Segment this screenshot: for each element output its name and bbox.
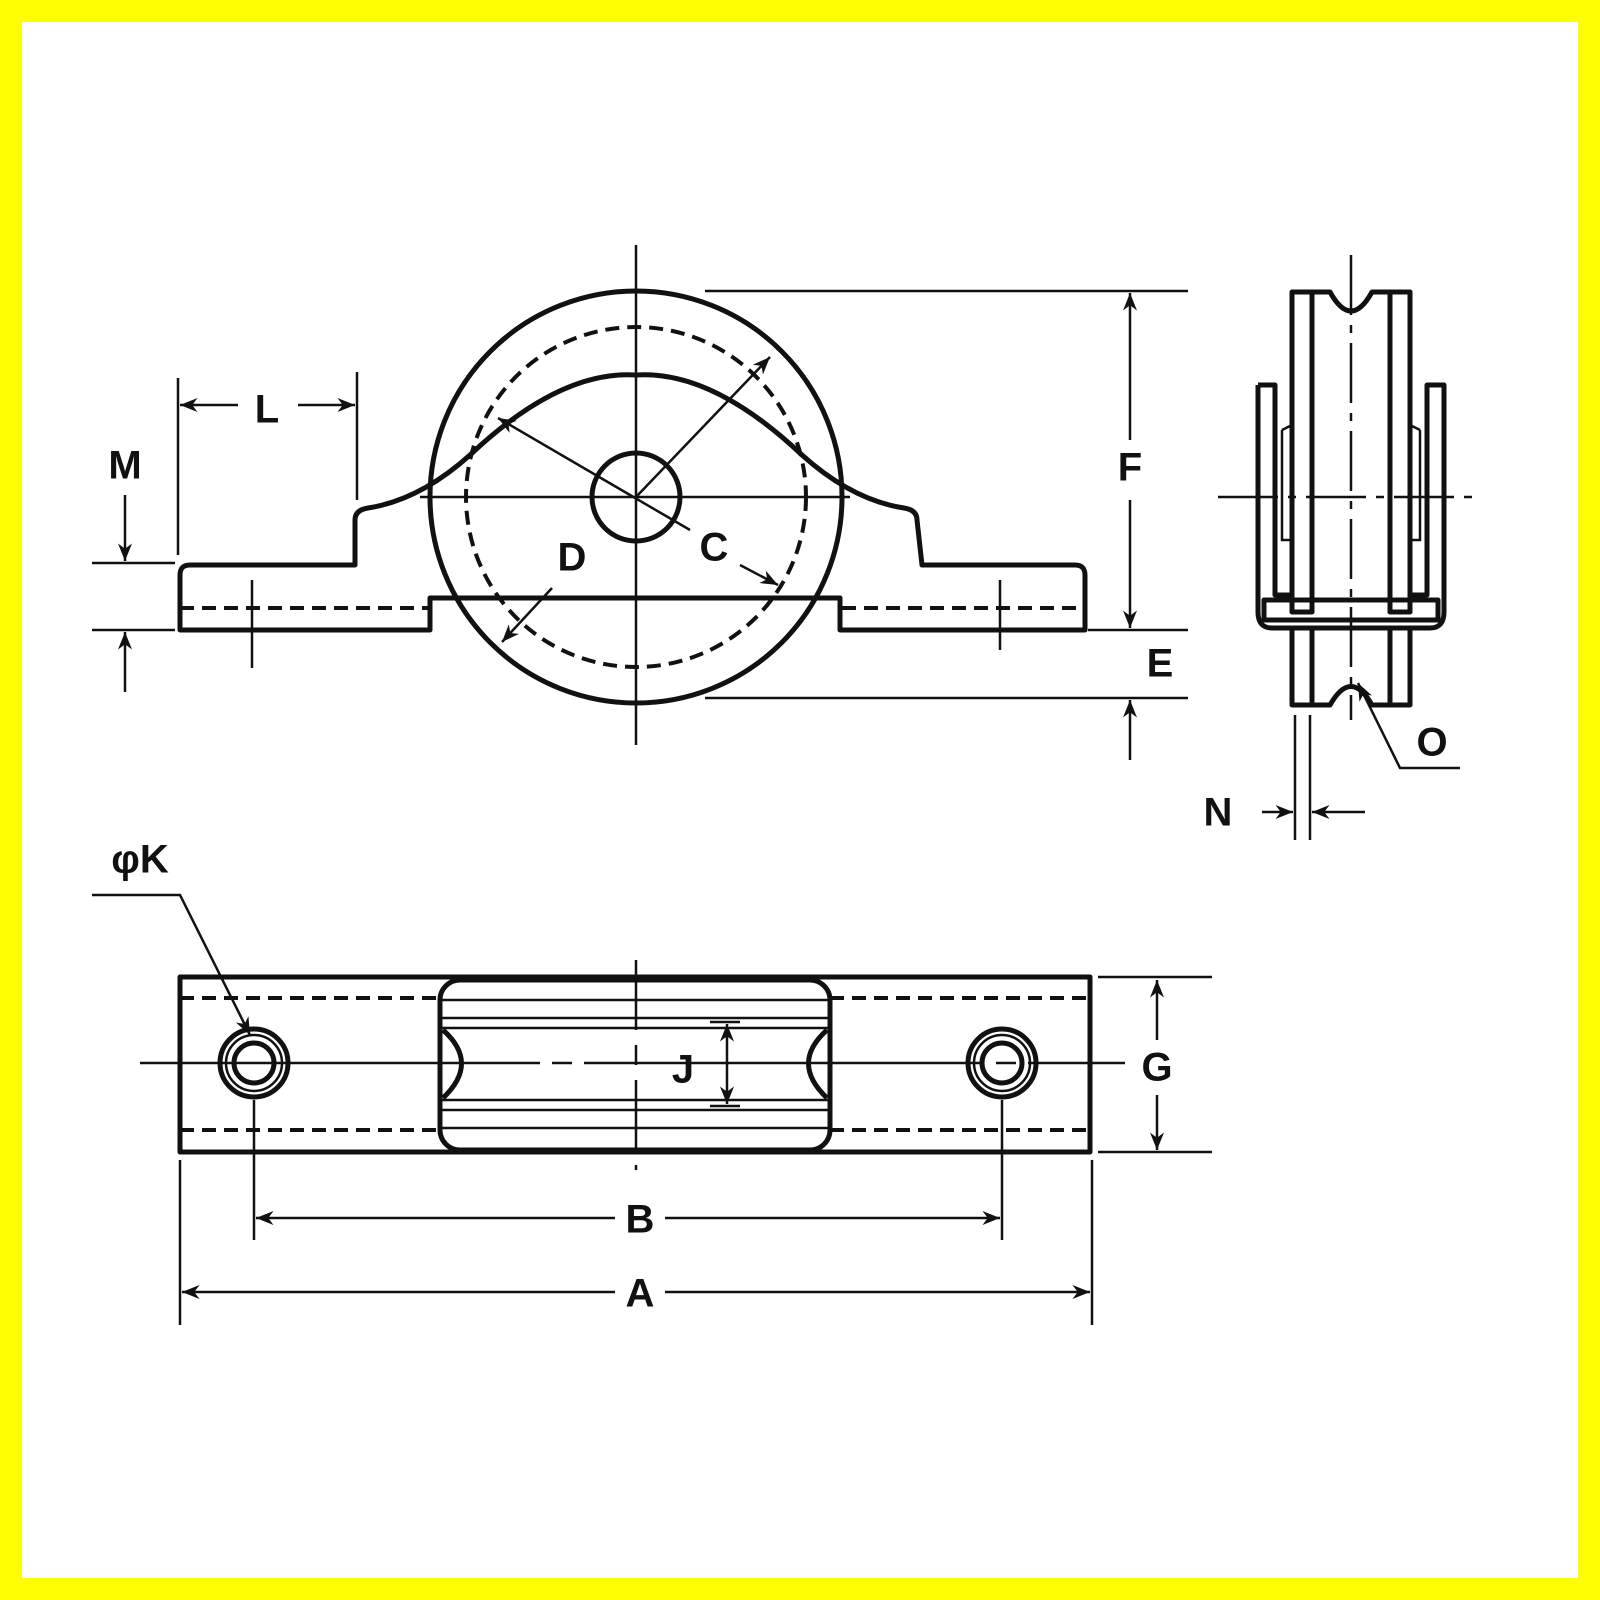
label-n: N: [1204, 791, 1233, 835]
front-view: C D F E L M: [92, 245, 1188, 760]
label-c: C: [700, 526, 729, 570]
label-m: M: [108, 444, 141, 488]
label-a: A: [626, 1272, 655, 1316]
label-j: J: [672, 1048, 694, 1092]
label-k: φK: [111, 838, 169, 882]
label-l: L: [255, 388, 279, 432]
label-o: O: [1416, 721, 1447, 765]
label-e: E: [1147, 642, 1174, 686]
label-g: G: [1141, 1046, 1172, 1090]
side-view: N O: [1204, 255, 1482, 840]
label-d: D: [558, 536, 587, 580]
top-view: J G B A φK: [92, 838, 1212, 1325]
label-f: F: [1118, 446, 1142, 490]
housing: [177, 372, 1088, 633]
label-b: B: [626, 1198, 655, 1242]
